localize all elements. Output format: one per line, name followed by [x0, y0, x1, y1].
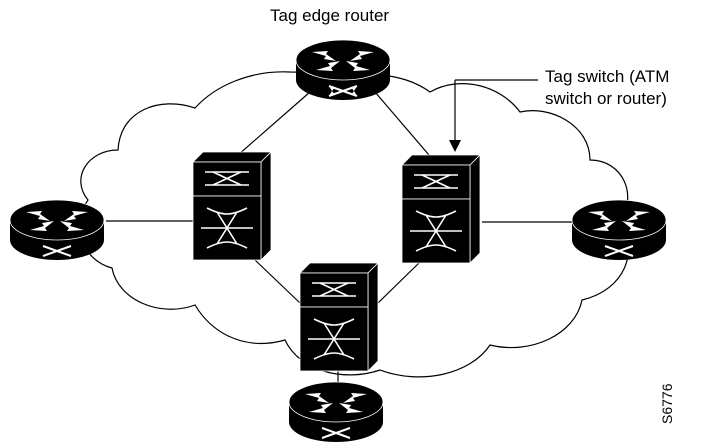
link-switchleft-bottom [254, 259, 301, 304]
tag-switch-label-line2: switch or router) [545, 89, 667, 108]
edge-router-top-icon [295, 39, 391, 100]
tag-edge-router-label: Tag edge router [270, 6, 390, 25]
link-top-switchleft [229, 91, 311, 163]
network-cloud [78, 71, 629, 378]
tag-switch-label-line1: Tag switch (ATM [545, 67, 670, 86]
tag-switch-right-icon [401, 154, 481, 264]
edge-router-right-icon [571, 199, 667, 260]
edge-router-bottom-icon [288, 381, 384, 442]
link-switchright-bottom [377, 261, 421, 304]
edge-router-left-icon [9, 199, 105, 260]
tag-switch-left-icon [192, 151, 272, 261]
link-top-switchright [374, 91, 436, 163]
links [106, 91, 572, 385]
tag-switch-callout [449, 79, 538, 152]
tag-switch-bottom-icon [299, 262, 379, 372]
figure-id: S6776 [659, 383, 675, 424]
